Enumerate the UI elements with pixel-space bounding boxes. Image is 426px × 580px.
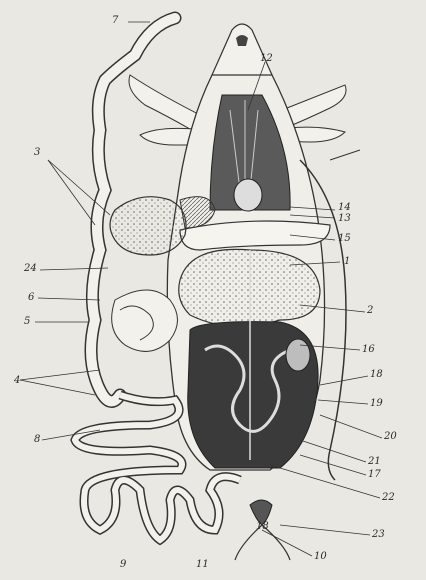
label-16: 16 <box>362 345 375 355</box>
label-20: 20 <box>384 432 397 442</box>
label-1: 1 <box>344 257 350 267</box>
label-15: 15 <box>338 234 351 244</box>
label-23: 23 <box>372 530 385 540</box>
heart <box>234 179 262 211</box>
label-18-bottom: 18 <box>256 522 269 532</box>
label-6: 6 <box>28 293 34 303</box>
label-18: 18 <box>370 370 383 380</box>
label-11: 11 <box>196 560 209 570</box>
label-24: 24 <box>24 264 37 274</box>
stomach <box>110 197 186 255</box>
label-21: 21 <box>368 457 381 467</box>
label-8: 8 <box>34 435 40 445</box>
label-13: 13 <box>338 214 351 224</box>
label-10: 10 <box>314 552 327 562</box>
label-22: 22 <box>382 493 395 503</box>
label-4: 4 <box>14 376 20 386</box>
label-9: 9 <box>120 560 126 570</box>
kidney <box>286 339 310 371</box>
label-17: 17 <box>368 470 381 480</box>
label-19: 19 <box>370 399 383 409</box>
label-3: 3 <box>34 148 40 158</box>
label-12: 12 <box>260 54 273 64</box>
label-14: 14 <box>338 203 351 213</box>
snout-tip <box>236 35 248 46</box>
pancreas <box>112 290 178 351</box>
label-5: 5 <box>24 317 30 327</box>
label-2: 2 <box>367 306 373 316</box>
label-7: 7 <box>112 16 118 26</box>
